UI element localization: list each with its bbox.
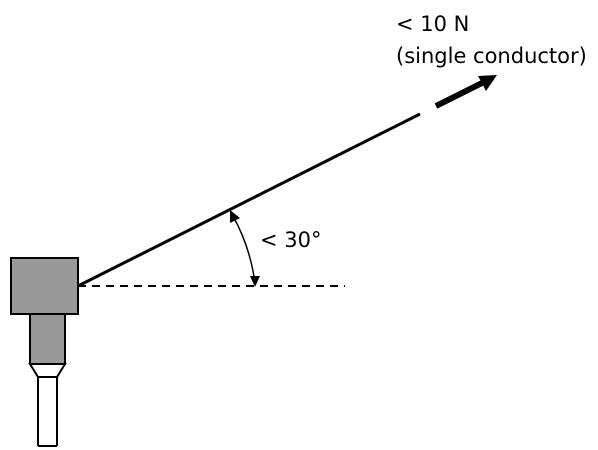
conductor-label: (single conductor) <box>396 44 587 68</box>
connector-pin <box>37 377 58 447</box>
angle-arrowhead-bottom <box>250 276 260 287</box>
force-arrowhead <box>478 75 497 91</box>
angle-arrowhead-top <box>230 210 240 223</box>
angle-arc <box>232 215 256 284</box>
angle-label: < 30° <box>260 228 322 252</box>
connector-housing <box>10 257 79 315</box>
connector-neck <box>29 313 66 365</box>
conductor-line <box>77 112 421 288</box>
force-arrow <box>434 80 484 109</box>
connector-taper <box>28 363 67 378</box>
force-label: < 10 N <box>396 12 469 36</box>
